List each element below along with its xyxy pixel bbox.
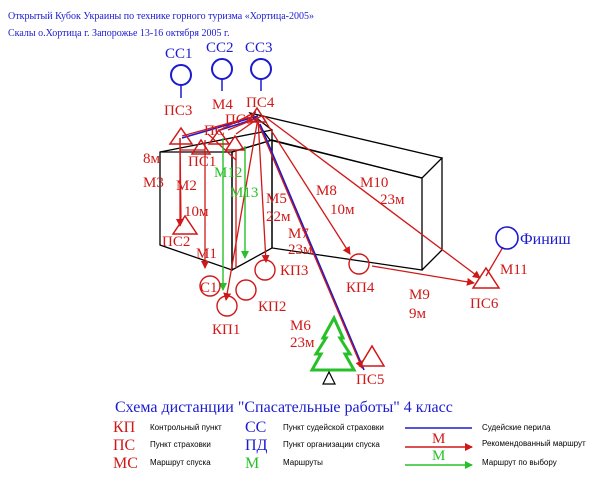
legend-m-text: Маршруты: [283, 458, 323, 467]
legend-opt-label: М: [432, 448, 445, 464]
label-m10-length: 23м: [380, 192, 405, 208]
label-m6-length: 23м: [290, 335, 315, 351]
label-m3-length: 8м: [143, 151, 161, 167]
legend: Схема дистанции "Спасательные работы" 4 …: [113, 399, 586, 472]
label-m3: М3: [143, 175, 164, 191]
label-m9-length: 9м: [409, 306, 427, 322]
belay-triangles: [168, 106, 501, 367]
tree-icon: [309, 314, 357, 385]
label-m8-length: 10м: [330, 202, 355, 218]
legend-rec-label: М: [432, 431, 445, 447]
label-kp3: КП3: [280, 263, 308, 279]
legend-ss-abbr: СС: [245, 419, 266, 436]
ss3-circle[interactable]: [250, 58, 272, 80]
label-m7: М7: [288, 226, 309, 242]
ps8-triangle[interactable]: [224, 134, 246, 151]
label-ps1: ПС1: [188, 154, 216, 170]
ps1-triangle[interactable]: [190, 138, 212, 155]
label-m6: М6: [290, 318, 311, 334]
judge-belay-points: [170, 58, 272, 86]
header-line-2: Скалы о.Хортица г. Запорожье 13-16 октяб…: [8, 28, 230, 39]
label-m10: М10: [360, 175, 388, 191]
label-ps4: ПС4: [246, 95, 275, 111]
label-m5-length: 22м: [266, 209, 291, 225]
legend-title: Схема дистанции "Спасательные работы" 4 …: [115, 399, 453, 416]
label-finish: Финиш: [520, 231, 571, 248]
label-m2: М2: [176, 178, 197, 194]
legend-opt-text: Маршрут по выбору: [482, 458, 557, 467]
ps5-triangle[interactable]: [358, 344, 386, 367]
ss2-circle[interactable]: [211, 58, 233, 80]
label-m11: М11: [500, 262, 528, 278]
label-ss2: СС2: [206, 40, 234, 56]
label-ps8: ПС8: [225, 112, 253, 128]
ps4-triangle[interactable]: [246, 106, 268, 123]
label-m8: М8: [316, 183, 337, 199]
ss1-circle[interactable]: [170, 64, 192, 86]
legend-kp-text: Контрольный пункт: [150, 423, 222, 432]
label-m1: М1: [196, 246, 217, 262]
label-ss1: СС1: [165, 46, 193, 62]
legend-rec-text: Рекомендованный маршрут: [482, 439, 586, 448]
c1-circle[interactable]: [199, 275, 221, 297]
legend-pd-abbr: ПД: [245, 437, 268, 454]
legend-m-abbr: М: [245, 455, 259, 472]
legend-kp-abbr: КП: [113, 419, 136, 436]
label-ss3: СС3: [245, 40, 273, 56]
legend-ps-text: Пункт страховки: [150, 440, 211, 449]
control-points: [199, 253, 370, 317]
label-kp4: КП4: [346, 280, 375, 296]
ps3-triangle[interactable]: [168, 126, 194, 145]
node-labels: СС1 СС2 СС3 ПС3 М4 ПС4 ПС8 ПС ПС1 8м М3 …: [143, 40, 571, 388]
kp3-circle[interactable]: [254, 259, 276, 281]
header-line-1: Открытый Кубок Украины по технике горног…: [8, 11, 314, 22]
label-m5: М5: [266, 191, 287, 207]
label-c1: С1: [200, 280, 218, 296]
label-kp2: КП2: [258, 299, 286, 315]
legend-ps-abbr: ПС: [113, 437, 135, 454]
kp1-circle[interactable]: [216, 295, 238, 317]
label-m9: М9: [409, 287, 430, 303]
label-ps5: ПС5: [356, 372, 384, 388]
label-kp1: КП1: [212, 322, 240, 338]
label-m2-length: 10м: [184, 204, 209, 220]
routes-green: [219, 138, 249, 291]
legend-ms-text: Маршрут спуска: [150, 458, 211, 467]
judge-belay-lines: [180, 79, 262, 98]
label-ps6: ПС6: [470, 296, 499, 312]
label-m12: М12: [214, 165, 242, 181]
label-ps3: ПС3: [164, 103, 192, 119]
legend-ms-abbr: МС: [113, 455, 138, 472]
finish-circle[interactable]: [495, 226, 519, 250]
legend-judge-rope-text: Судейские перила: [482, 423, 551, 432]
kp4-circle[interactable]: [348, 253, 370, 275]
label-m4: М4: [212, 97, 233, 113]
legend-ss-text: Пункт судейской страховки: [283, 423, 384, 432]
label-m13: М13: [230, 185, 258, 201]
legend-pd-text: Пункт организации спуска: [283, 440, 380, 449]
ps-triangle[interactable]: [207, 128, 231, 145]
label-ps: ПС: [204, 123, 225, 139]
ps6-triangle[interactable]: [471, 266, 501, 289]
label-m7-length: 23м: [288, 242, 313, 258]
label-ps2: ПС2: [162, 234, 190, 250]
ps2-triangle[interactable]: [171, 214, 199, 235]
kp2-circle[interactable]: [235, 279, 257, 301]
